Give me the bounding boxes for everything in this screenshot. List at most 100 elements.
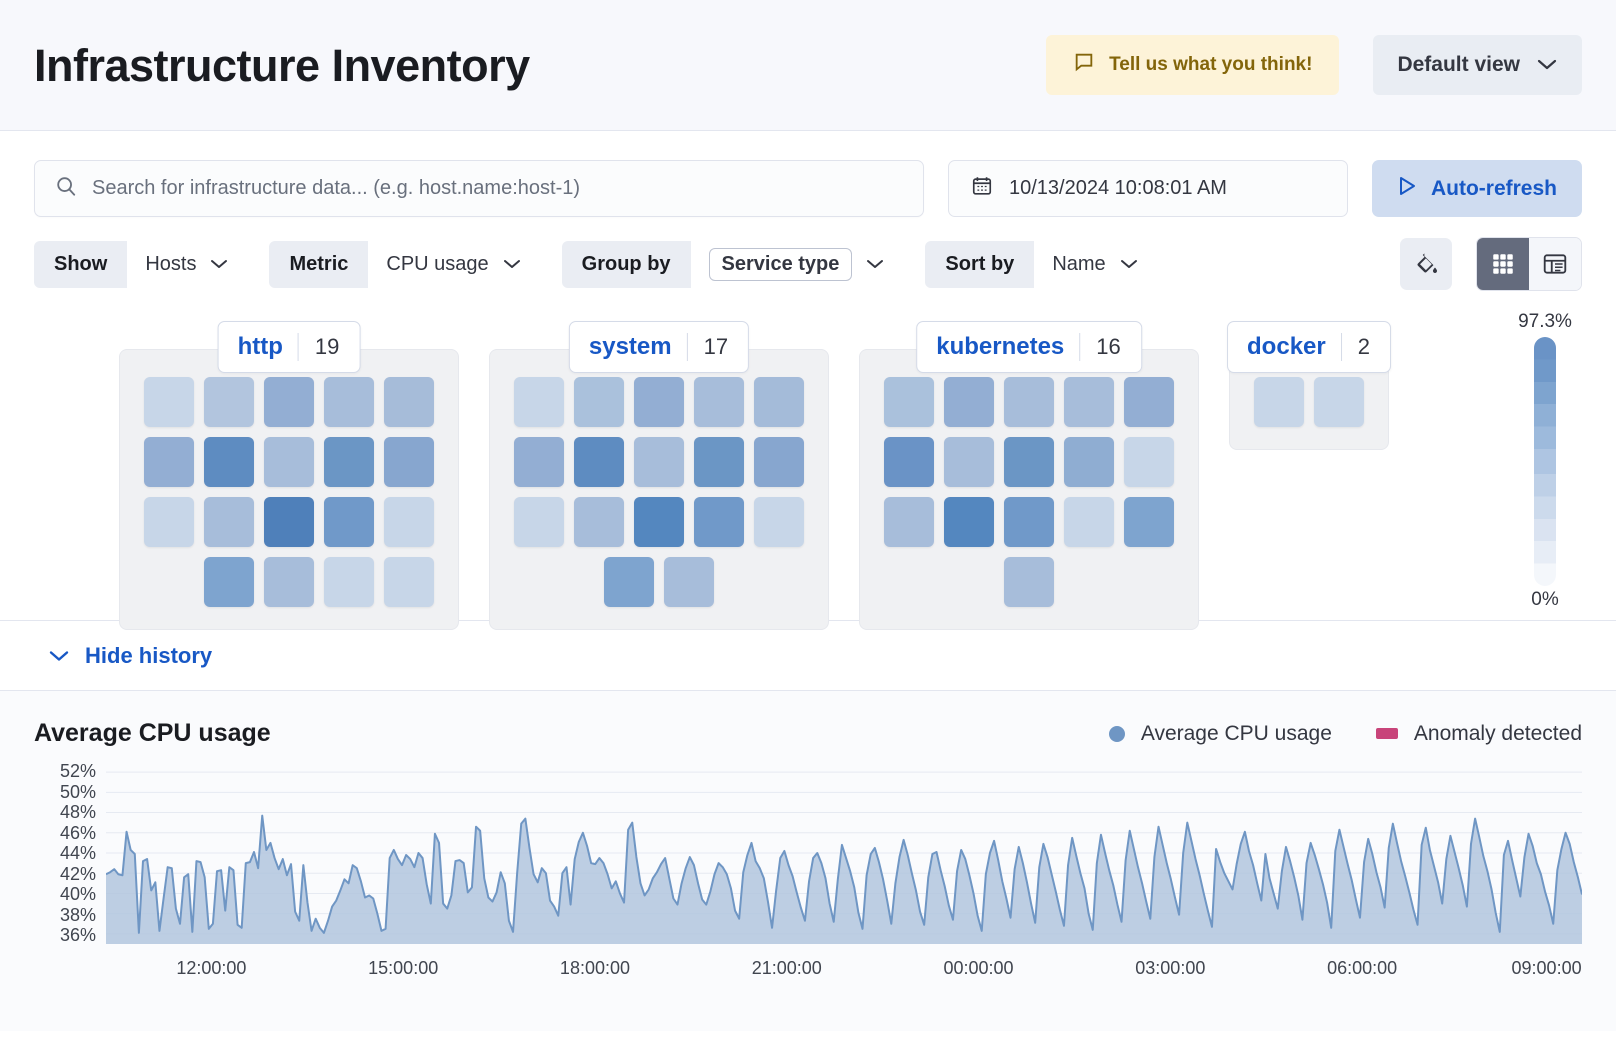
host-tile[interactable] [1004, 497, 1054, 547]
table-view-icon[interactable] [1529, 238, 1581, 290]
host-tile[interactable] [1064, 437, 1114, 487]
chart-legend-item[interactable]: Anomaly detected [1375, 722, 1582, 746]
host-tile[interactable] [1124, 497, 1174, 547]
host-tile[interactable] [1064, 497, 1114, 547]
host-tile[interactable] [324, 377, 374, 427]
page-title: Infrastructure Inventory [34, 39, 530, 91]
host-tile[interactable] [384, 437, 434, 487]
group-card [119, 349, 459, 630]
host-tile[interactable] [1314, 377, 1364, 427]
chevron-down-icon [502, 253, 522, 276]
host-tile[interactable] [754, 437, 804, 487]
host-tile[interactable] [204, 557, 254, 607]
host-tile[interactable] [384, 377, 434, 427]
host-tile[interactable] [944, 497, 994, 547]
group-name: docker [1247, 333, 1326, 360]
host-tile[interactable] [144, 437, 194, 487]
host-tile[interactable] [944, 377, 994, 427]
history-toggle-bar: Hide history [0, 621, 1616, 691]
history-chart-panel: Average CPU usage Average CPU usage Anoma… [0, 691, 1616, 1031]
host-tile[interactable] [204, 497, 254, 547]
badge-divider [1079, 333, 1081, 361]
feedback-button[interactable]: Tell us what you think! [1046, 35, 1340, 95]
host-tile[interactable] [574, 497, 624, 547]
host-tile[interactable] [324, 557, 374, 607]
group-name: http [237, 333, 283, 360]
host-tile[interactable] [694, 497, 744, 547]
host-tile[interactable] [1064, 377, 1114, 427]
host-tile[interactable] [144, 377, 194, 427]
host-tile[interactable] [574, 377, 624, 427]
host-tile[interactable] [264, 557, 314, 607]
host-tile-grid [1254, 377, 1364, 427]
badge-divider [297, 333, 299, 361]
host-tile[interactable] [264, 437, 314, 487]
filter-value-button[interactable]: Service type [690, 240, 900, 288]
view-selector-button[interactable]: Default view [1373, 35, 1582, 95]
host-tile[interactable] [1004, 557, 1054, 607]
host-tile[interactable] [884, 437, 934, 487]
host-tile[interactable] [384, 497, 434, 547]
host-tile[interactable] [204, 437, 254, 487]
filter-value-text: Service type [708, 247, 853, 281]
host-tile[interactable] [204, 377, 254, 427]
group-card [489, 349, 829, 630]
host-tile[interactable] [1124, 377, 1174, 427]
host-tile[interactable] [754, 377, 804, 427]
host-tile[interactable] [514, 437, 564, 487]
host-tile[interactable] [694, 437, 744, 487]
host-tile[interactable] [574, 437, 624, 487]
color-scale-legend: 97.3% 0% [1518, 311, 1572, 611]
chart-title: Average CPU usage [34, 719, 271, 747]
y-tick-label: 52% [59, 761, 96, 781]
host-tile[interactable] [1004, 437, 1054, 487]
chevron-down-icon [1536, 53, 1558, 77]
y-tick-label: 38% [59, 904, 96, 925]
hide-history-button[interactable]: Hide history [47, 643, 212, 669]
host-tile[interactable] [884, 377, 934, 427]
host-tile[interactable] [1254, 377, 1304, 427]
chart-legend-item[interactable]: Average CPU usage [1108, 722, 1332, 746]
filter-value-button[interactable]: CPU usage [368, 240, 536, 288]
host-tile[interactable] [324, 437, 374, 487]
host-tile[interactable] [664, 557, 714, 607]
host-tile[interactable] [944, 437, 994, 487]
search-input[interactable] [92, 177, 903, 200]
host-tile[interactable] [384, 557, 434, 607]
cpu-usage-area-chart[interactable] [106, 762, 1582, 944]
host-tile[interactable] [604, 557, 654, 607]
host-tile[interactable] [514, 377, 564, 427]
grid-view-icon[interactable] [1477, 238, 1529, 290]
host-tile[interactable] [514, 497, 564, 547]
filter-value-button[interactable]: Name [1034, 240, 1153, 288]
host-tile[interactable] [1004, 377, 1054, 427]
host-tile[interactable] [884, 497, 934, 547]
host-tile[interactable] [754, 497, 804, 547]
y-tick-label: 50% [59, 781, 96, 802]
host-tile[interactable] [264, 377, 314, 427]
auto-refresh-button[interactable]: Auto-refresh [1371, 160, 1582, 217]
host-tile[interactable] [324, 497, 374, 547]
play-icon [1397, 175, 1417, 203]
date-picker[interactable]: 10/13/2024 10:08:01 AM [947, 160, 1348, 217]
host-tile[interactable] [144, 497, 194, 547]
host-tile-row [514, 437, 804, 487]
host-tile[interactable] [264, 497, 314, 547]
search-toolbar: 10/13/2024 10:08:01 AM Auto-refresh [0, 131, 1616, 217]
search-box[interactable] [34, 160, 924, 217]
host-tile[interactable] [634, 377, 684, 427]
filter-value-button[interactable]: Hosts [127, 240, 244, 288]
host-tile[interactable] [1124, 437, 1174, 487]
paint-bucket-icon[interactable] [1400, 238, 1452, 290]
host-tile[interactable] [634, 497, 684, 547]
host-tile[interactable] [634, 437, 684, 487]
host-tile[interactable] [694, 377, 744, 427]
